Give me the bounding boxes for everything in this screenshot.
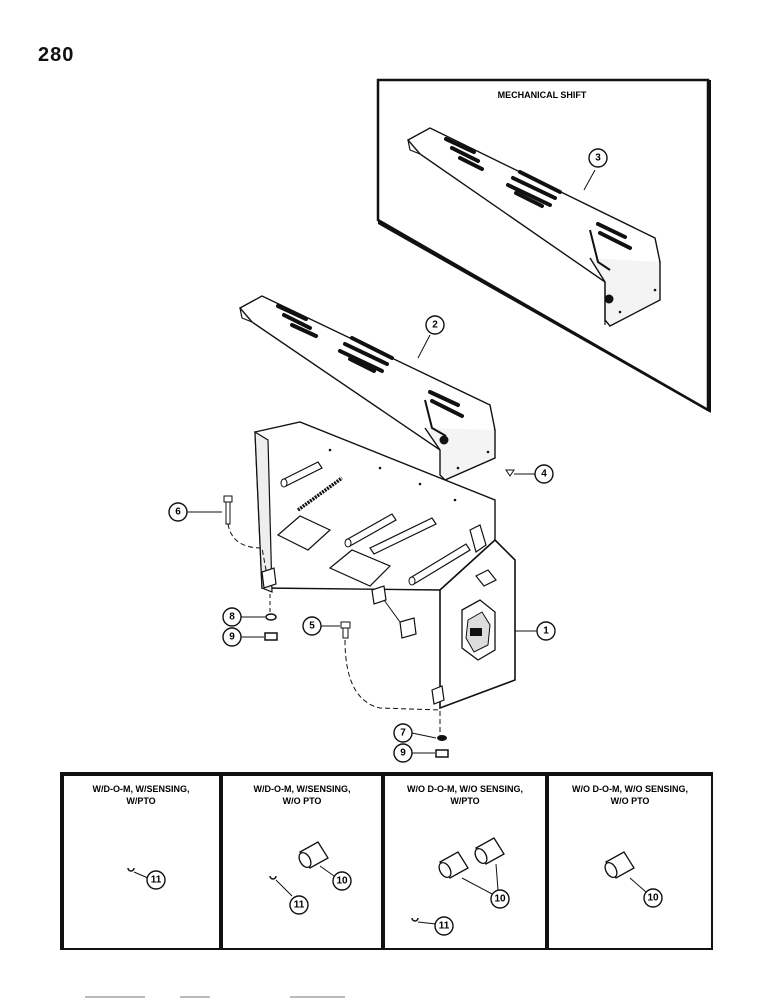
clip-11 (127, 867, 135, 872)
svg-text:3: 3 (595, 153, 601, 164)
callout-8: 8 (222, 607, 242, 627)
nut-9-bottom (435, 749, 449, 758)
cover-part-2 (238, 295, 496, 481)
svg-text:7: 7 (400, 728, 406, 739)
footer-mark (290, 996, 345, 998)
clip-11 (411, 917, 419, 922)
svg-text:4: 4 (541, 469, 547, 480)
variant-4-line2: W/O PTO (611, 796, 650, 806)
svg-text:2: 2 (432, 320, 438, 331)
callout-9-left: 9 (222, 627, 242, 647)
cover-part-3 (406, 127, 661, 327)
bolt-6 (223, 495, 233, 525)
spacer-10 (298, 841, 329, 869)
page-number: 280 (38, 44, 75, 66)
svg-text:10: 10 (647, 893, 659, 904)
svg-text:11: 11 (439, 921, 450, 932)
variant-1-callout-11: 11 (146, 870, 166, 890)
svg-text:9: 9 (229, 632, 235, 643)
svg-text:9: 9 (400, 748, 406, 759)
variant-table: W/D-O-M, W/SENSING, W/PTO 11 W/D-O-M, W/… (60, 772, 713, 950)
lockwasher-7 (437, 735, 447, 741)
spacer-10 (474, 837, 505, 865)
svg-text:11: 11 (294, 900, 305, 911)
callout-3: 3 (588, 148, 608, 168)
spacer-10 (438, 851, 469, 879)
variant-3-line1: W/O D-O-M, W/O SENSING, (407, 784, 523, 794)
inset-title: MECHANICAL SHIFT (498, 90, 587, 100)
callout-6: 6 (168, 502, 188, 522)
variant-2-line2: W/O PTO (283, 796, 322, 806)
svg-text:10: 10 (494, 894, 506, 905)
footer-mark (85, 996, 145, 998)
variant-4-line1: W/O D-O-M, W/O SENSING, (572, 784, 688, 794)
bolt-5 (340, 621, 351, 639)
svg-text:8: 8 (229, 612, 235, 623)
callout-4: 4 (534, 464, 554, 484)
callout-1: 1 (536, 621, 556, 641)
washer-8 (265, 613, 277, 621)
clip-11 (269, 875, 277, 880)
variant-2-callout-10: 10 (332, 871, 352, 891)
callout-7: 7 (393, 723, 413, 743)
callout-2: 2 (425, 315, 445, 335)
variant-2-line1: W/D-O-M, W/SENSING, (254, 784, 351, 794)
footer-mark (180, 996, 210, 998)
screw-4 (505, 469, 515, 477)
variant-3-line2: W/PTO (450, 796, 479, 806)
svg-text:1: 1 (543, 626, 549, 637)
housing-part-1 (254, 421, 516, 710)
inset-panel: MECHANICAL SHIFT (376, 78, 711, 413)
variant-3-callout-10: 10 (490, 889, 510, 909)
variant-2-callout-11: 11 (289, 895, 309, 915)
variant-cell-1 (64, 776, 219, 948)
nut-9-left (264, 632, 278, 641)
variant-1-line2: W/PTO (126, 796, 155, 806)
svg-text:10: 10 (336, 876, 348, 887)
callout-9-bottom: 9 (393, 743, 413, 763)
svg-text:6: 6 (175, 507, 181, 518)
spacer-10 (604, 851, 635, 879)
variant-4-callout-10: 10 (643, 888, 663, 908)
callout-5: 5 (302, 616, 322, 636)
variant-1-line1: W/D-O-M, W/SENSING, (93, 784, 190, 794)
variant-3-callout-11: 11 (434, 916, 454, 936)
svg-text:5: 5 (309, 621, 315, 632)
svg-text:11: 11 (151, 875, 162, 886)
